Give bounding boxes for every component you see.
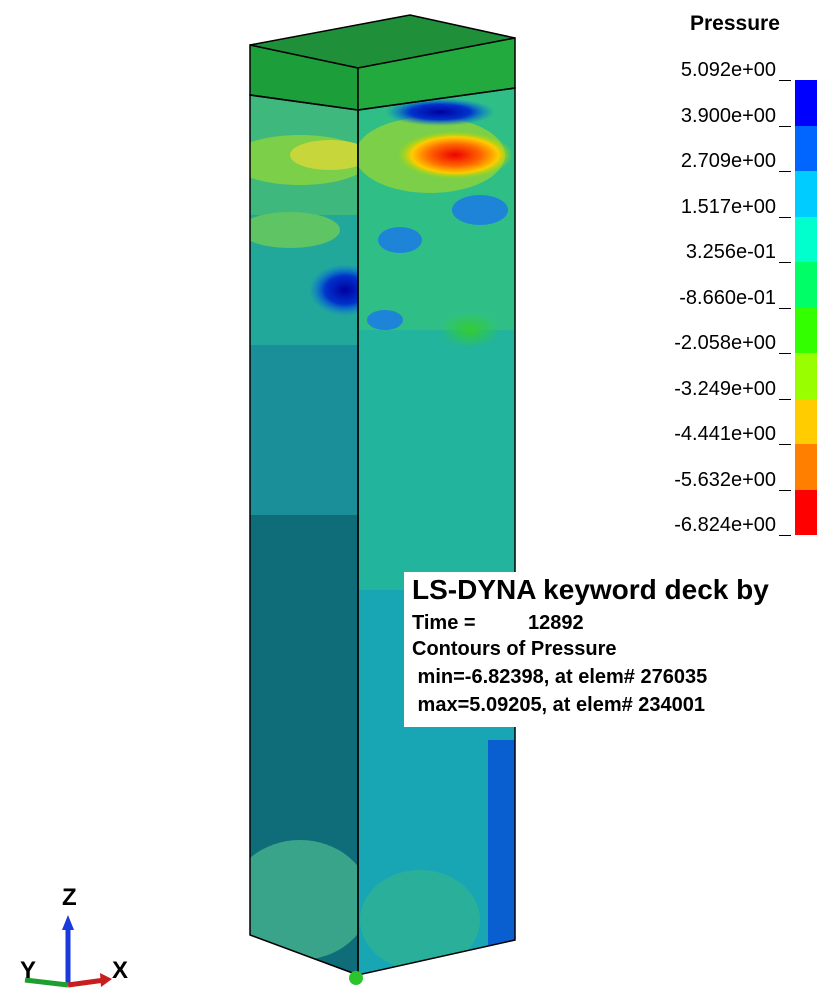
deck-title: LS-DYNA keyword deck by	[412, 574, 769, 605]
legend-tick	[779, 398, 791, 400]
legend-swatch	[795, 125, 817, 171]
axis-triad: Z Y X	[20, 884, 128, 988]
legend-value: -3.249e+00	[674, 377, 776, 400]
column-left-face	[250, 45, 358, 975]
x-axis-arrow	[100, 973, 112, 987]
column-top-cap	[249, 14, 516, 111]
legend-tick	[779, 80, 791, 81]
y-axis-line	[24, 977, 69, 988]
legend-value: -8.660e-01	[679, 286, 776, 309]
legend-swatch	[795, 216, 817, 262]
legend-value: 1.517e+00	[680, 195, 776, 218]
legend-tick	[779, 216, 791, 218]
y-axis-label: Y	[20, 957, 36, 984]
legend-value: 3.900e+00	[680, 104, 776, 127]
legend-swatch	[795, 307, 817, 353]
legend-value: 5.092e+00	[680, 59, 776, 81]
legend-value: -6.824e+00	[674, 514, 776, 536]
legend-value: -2.058e+00	[674, 332, 776, 354]
x-axis-line	[67, 977, 106, 988]
legend-tick	[779, 262, 791, 263]
legend-tick	[779, 535, 791, 536]
legend-swatch	[795, 171, 817, 217]
max-readout: max=5.09205, at elem# 234001	[412, 694, 706, 716]
legend-tick	[779, 171, 791, 172]
legend-swatch	[795, 489, 817, 535]
contours-label: Contours of Pressure	[412, 638, 617, 660]
legend-tick	[779, 125, 791, 127]
legend-tick	[779, 353, 791, 354]
legend-value: -5.632e+00	[674, 468, 776, 491]
node-marker	[349, 971, 363, 985]
column-right-face	[358, 38, 515, 975]
legend-swatch	[795, 398, 817, 444]
legend-tick	[779, 489, 791, 491]
min-readout: min=-6.82398, at elem# 276035	[412, 666, 708, 688]
info-panel: LS-DYNA keyword deck by Time = 12892 Con…	[404, 572, 819, 727]
legend-swatch	[795, 444, 817, 490]
legend-swatch	[795, 353, 817, 399]
legend-value: 2.709e+00	[680, 150, 776, 172]
legend-value: -4.441e+00	[674, 423, 776, 445]
legend-tick	[779, 444, 791, 445]
legend-swatch	[795, 80, 817, 126]
legend-value: 3.256e-01	[685, 241, 776, 263]
z-axis-label: Z	[62, 884, 77, 911]
legend-title: Pressure	[690, 12, 780, 35]
legend-color-bar	[795, 80, 817, 535]
z-axis-arrow	[62, 915, 74, 930]
x-axis-label: X	[112, 957, 128, 984]
legend-swatch	[795, 262, 817, 308]
time-value: 12892	[528, 612, 584, 634]
legend-tick	[779, 307, 791, 309]
time-label: Time =	[412, 612, 476, 634]
